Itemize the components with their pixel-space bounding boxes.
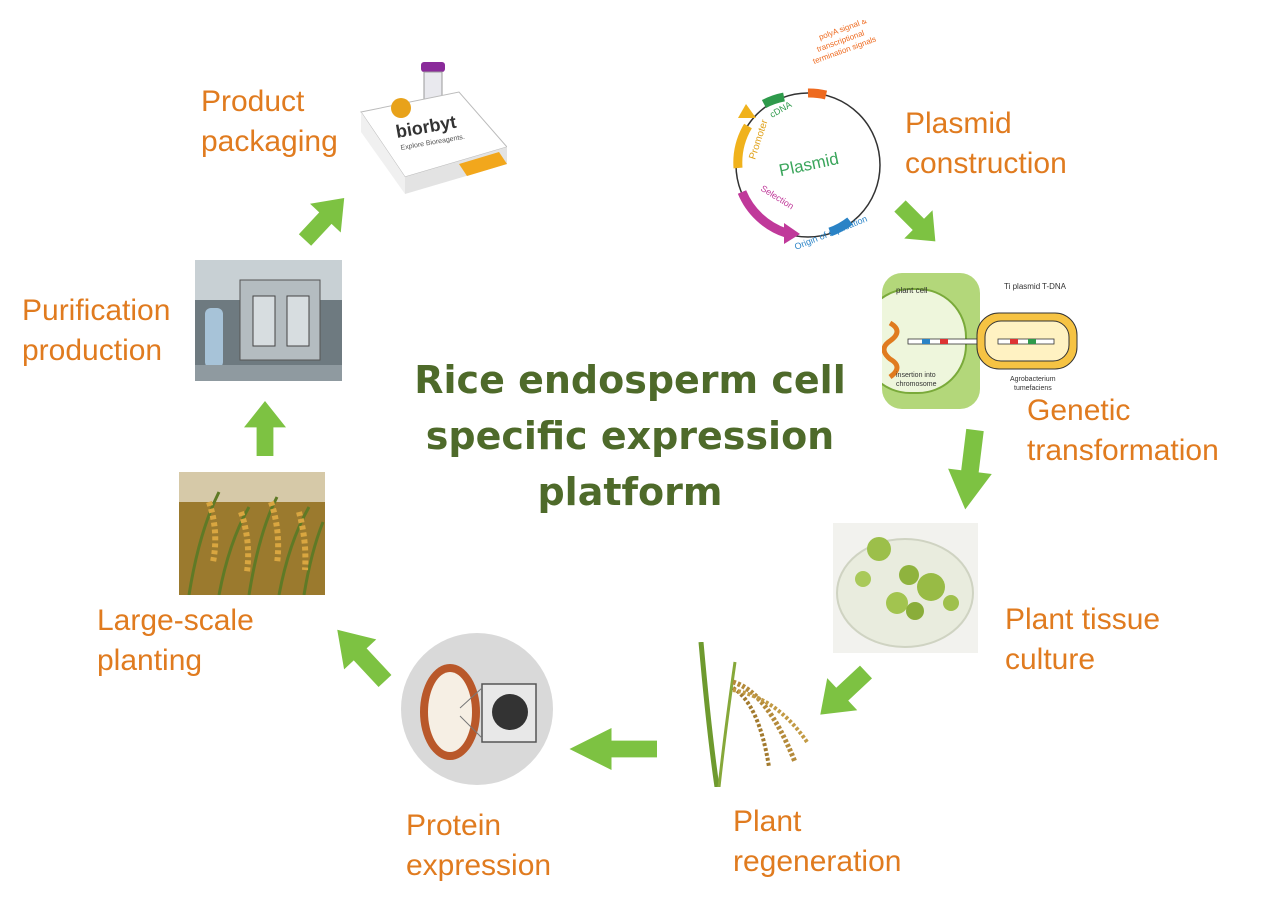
promoter-label: Promoter	[747, 118, 770, 161]
label-plant-tissue-culture: Plant tissue culture	[1005, 600, 1160, 680]
selection-segment	[737, 190, 788, 238]
label-plant-regeneration: Plant regeneration	[733, 802, 901, 882]
label-purification-line1: Purification	[22, 294, 171, 327]
arrow-protein-to-planting	[321, 614, 402, 697]
origin-label: Origin of replication	[793, 214, 869, 252]
rice-field-photo	[179, 472, 325, 595]
purification-facility-photo	[195, 260, 342, 381]
label-product-packaging: Product packaging	[201, 82, 338, 162]
callus-2	[855, 571, 871, 587]
label-protein-line1: Protein	[406, 809, 502, 842]
callus-3	[899, 565, 919, 585]
platform-title-line2: specific expression	[425, 414, 835, 458]
tissue-culture-photo	[833, 523, 978, 653]
plasmid-map: Plasmid Promoter cDNA polyA signal & tra…	[733, 20, 881, 252]
box-stripe	[459, 152, 507, 176]
zoom-line-1	[459, 687, 483, 709]
insertion-label-1: insertion into	[896, 372, 936, 379]
label-planting-line1: Large-scale	[97, 604, 254, 637]
cdna-segment	[761, 92, 785, 109]
label-packaging-line2: packaging	[201, 125, 338, 158]
label-genetic-line2: transformation	[1027, 434, 1219, 467]
label-purification-production: Purification production	[22, 291, 170, 371]
product-packaging-photo: biorbyt Explore Bioreagents.	[359, 52, 507, 205]
agro-label-2: tumefaciens	[1014, 385, 1052, 392]
tdna-region	[997, 338, 1055, 345]
label-genetic-line1: Genetic	[1027, 394, 1131, 427]
zoom-line-2	[459, 715, 483, 739]
plant-cell-label: plant cell	[896, 286, 928, 295]
plasmid-center-label: Plasmid	[777, 149, 840, 180]
tdna-region-red	[1010, 339, 1018, 344]
arrow-purification-to-packaging	[289, 183, 360, 255]
platform-title-line1: Rice endosperm cell	[414, 358, 846, 402]
platform-title-line3: platform	[537, 470, 723, 514]
facility-floor	[195, 365, 342, 381]
label-regeneration-line1: Plant	[733, 805, 802, 838]
arrow-planting-to-purification	[244, 401, 286, 456]
rice-plant-photo	[698, 642, 809, 787]
brand-mark	[391, 98, 411, 118]
label-plasmid-line1: Plasmid	[905, 107, 1012, 140]
tdna-segment-blue	[922, 339, 930, 344]
label-plasmid-line2: construction	[905, 147, 1067, 180]
callus-5	[886, 592, 908, 614]
equipment-column-2	[286, 295, 310, 347]
operator-figure	[205, 308, 223, 368]
label-plasmid-construction: Plasmid construction	[905, 104, 1067, 184]
callus-6	[906, 602, 924, 620]
equipment-column-1	[252, 295, 276, 347]
promoter-arrowhead	[738, 104, 756, 118]
tdna-label: T-DNA	[1042, 282, 1067, 291]
promoter-segment	[733, 123, 752, 169]
selection-arrowhead	[784, 223, 800, 244]
rice-panicle-3	[732, 688, 809, 744]
label-protein-expression: Protein expression	[406, 806, 551, 886]
petri-dish	[836, 538, 974, 648]
field-stems	[187, 491, 325, 595]
rice-panicle-1	[732, 679, 798, 763]
arrow-genetic-to-tissue	[943, 427, 997, 513]
callus-4	[917, 573, 945, 601]
field-panicles	[206, 501, 309, 573]
label-tissue-line2: culture	[1005, 643, 1096, 676]
label-genetic-transformation: Genetic transformation	[1027, 391, 1219, 471]
platform-title: Rice endosperm cell specific expression …	[395, 352, 865, 520]
arrow-regeneration-to-protein	[569, 728, 657, 770]
rice-leaf	[698, 642, 720, 787]
label-regeneration-line2: regeneration	[733, 845, 902, 878]
label-protein-line2: expression	[406, 849, 552, 882]
label-large-scale-planting: Large-scale planting	[97, 601, 254, 681]
tdna-region-green	[1028, 339, 1036, 344]
label-packaging-line1: Product	[201, 85, 305, 118]
product-box-front	[361, 112, 405, 194]
protein-expression-illustration	[401, 633, 553, 785]
insertion-label-2: chromosome	[896, 381, 937, 388]
transformation-diagram: plant cell insertion into chromosome Ti …	[882, 273, 1078, 409]
polya-segment	[807, 88, 828, 100]
protein-body	[492, 694, 528, 730]
ti-plasmid-label: Ti plasmid	[1004, 282, 1040, 291]
vial-cap	[421, 62, 445, 72]
callus-1	[867, 537, 891, 561]
selection-label: Selection	[759, 183, 796, 211]
label-tissue-line1: Plant tissue	[1005, 603, 1161, 636]
agro-label-1: Agrobacterium	[1010, 376, 1056, 383]
chromosome	[882, 320, 900, 380]
label-planting-line2: planting	[97, 644, 203, 677]
label-purification-line2: production	[22, 334, 163, 367]
tdna-segment-red	[940, 339, 948, 344]
arrow-tissue-to-regeneration	[805, 655, 882, 731]
callus-7	[943, 595, 959, 611]
origin-segment	[828, 217, 853, 237]
rice-stem	[717, 661, 737, 787]
rice-endosperm	[428, 672, 472, 752]
